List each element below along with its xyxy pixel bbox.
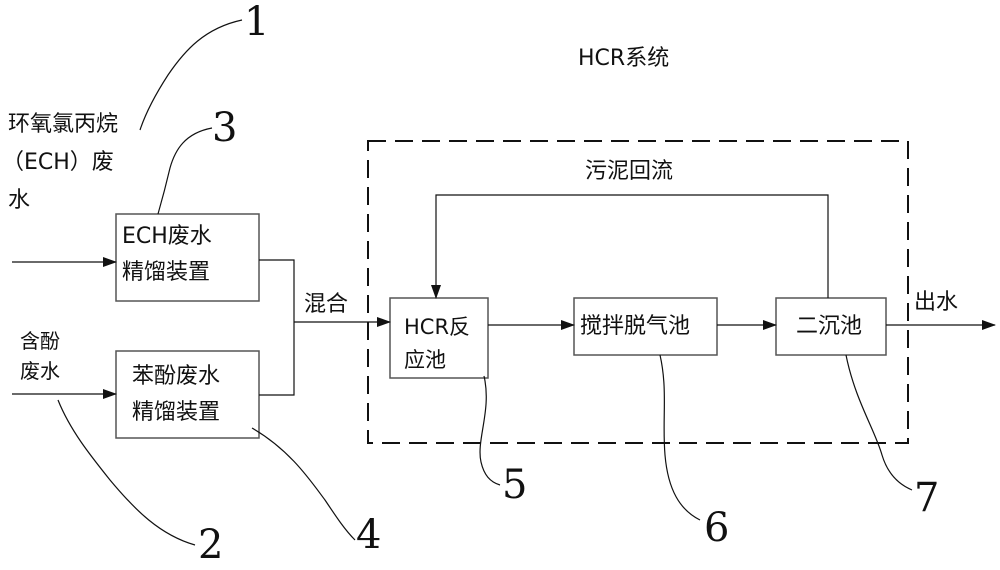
callout-3-leader xyxy=(157,127,213,215)
hcr-system-boundary xyxy=(367,140,909,444)
ech-to-mix-line xyxy=(259,259,295,322)
ech-distill-label-line-2: 精馏装置 xyxy=(122,260,211,285)
callout-4: 4 xyxy=(356,512,382,558)
phenol-wastewater-label-line-1: 含酚 xyxy=(20,329,60,353)
callout-2: 2 xyxy=(198,522,224,568)
effluent-label: 出水 xyxy=(914,290,959,315)
system-title: HCR系统 xyxy=(578,46,670,71)
ech-wastewater-label-line-2: （ECH）废 xyxy=(2,150,114,175)
ech-wastewater-label-line-3: 水 xyxy=(8,188,31,213)
mix-label: 混合 xyxy=(304,292,349,317)
callout-1: 1 xyxy=(244,0,270,45)
callout-1-leader xyxy=(139,19,243,131)
callout-6: 6 xyxy=(704,505,730,551)
hcr-reactor-label-line-1: HCR反 xyxy=(404,315,471,339)
sludge-return-line xyxy=(431,194,829,299)
callout-2-leader xyxy=(57,399,196,546)
callout-4-leader xyxy=(251,427,356,541)
ech-wastewater-label-line-1: 环氧氯丙烷 xyxy=(8,112,119,137)
phenol-to-mix-line xyxy=(259,322,295,396)
phenol-distill-label-line-2: 精馏装置 xyxy=(132,400,221,425)
hcr-reactor-label-line-2: 应池 xyxy=(404,348,446,372)
phenol-distill-label-line-1: 苯酚废水 xyxy=(132,364,221,389)
stir-degas-label: 搅拌脱气池 xyxy=(580,314,691,339)
secondary-settler-label: 二沉池 xyxy=(796,314,863,339)
callout-7-leader xyxy=(845,354,913,491)
callout-5-leader xyxy=(479,375,501,486)
callout-5: 5 xyxy=(502,462,528,508)
phenol-wastewater-label-line-2: 废水 xyxy=(20,359,60,383)
callout-6-leader xyxy=(659,354,701,521)
callout-3: 3 xyxy=(212,105,238,151)
sludge-return-label: 污泥回流 xyxy=(585,159,674,184)
callout-7: 7 xyxy=(914,475,940,521)
ech-distill-label-line-1: ECH废水 xyxy=(122,224,212,249)
